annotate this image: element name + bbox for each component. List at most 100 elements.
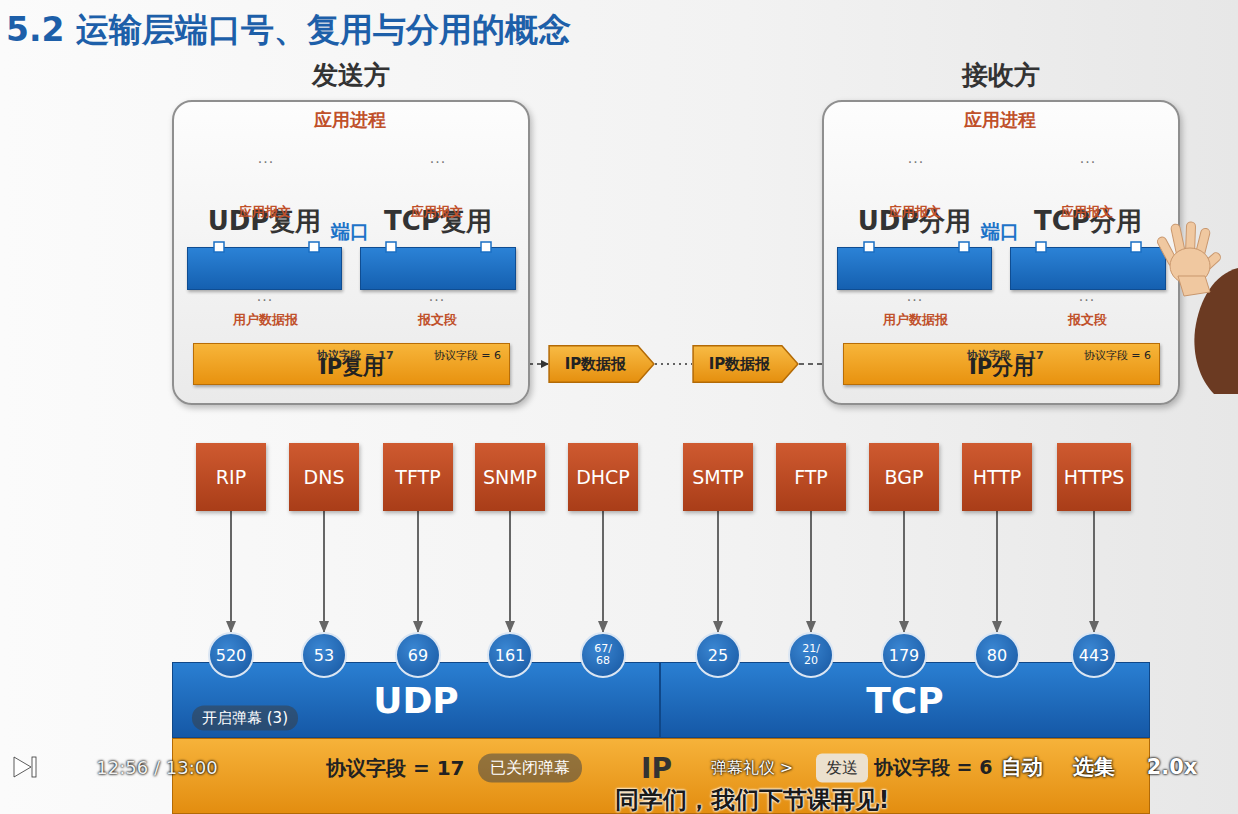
protocol-box: SNMP bbox=[475, 443, 545, 511]
data-unit-label: 应用报文 bbox=[889, 203, 941, 221]
port-circle: 69 bbox=[395, 632, 441, 678]
player-control: 选集 bbox=[1073, 753, 1115, 781]
ip-datagram-arrow: IP数据报 bbox=[548, 345, 655, 383]
port-circle: 80 bbox=[974, 632, 1020, 678]
protocol-box: DHCP bbox=[568, 443, 638, 511]
port-label: 端口 bbox=[981, 219, 1019, 245]
slide-title: 5.2 运输层端口号、复用与分用的概念 bbox=[6, 8, 571, 53]
port-number: 53 bbox=[314, 646, 334, 665]
connector-arrow bbox=[417, 511, 419, 632]
protocol-field: 协议字段 = 17 bbox=[326, 755, 465, 782]
data-unit-label: 应用报文 bbox=[411, 203, 463, 221]
data-unit-label: 用户数据报 bbox=[233, 311, 298, 329]
presenter-hand bbox=[1156, 222, 1238, 394]
port-circle: 520 bbox=[208, 632, 254, 678]
data-unit-label: 用户数据报 bbox=[883, 311, 948, 329]
connector-arrow bbox=[1093, 511, 1095, 632]
ip-layer-bar: 协议字段 = 17IP复用协议字段 = 6 bbox=[193, 343, 510, 385]
ellipsis: ··· bbox=[430, 154, 446, 170]
protocol-box: HTTP bbox=[962, 443, 1032, 511]
node-label: FTP bbox=[794, 466, 828, 488]
video-time: 12:56 / 13:00 bbox=[96, 757, 217, 778]
connector-arrow bbox=[655, 363, 692, 365]
node-label: SNMP bbox=[483, 466, 537, 488]
node-label: DHCP bbox=[576, 466, 630, 488]
connector-arrow bbox=[903, 511, 905, 632]
ip-datagram-arrow: IP数据报 bbox=[692, 345, 799, 383]
port-circle: 161 bbox=[487, 632, 533, 678]
connector-arrow bbox=[717, 511, 719, 632]
ellipsis: ··· bbox=[258, 154, 274, 170]
port-circle: 179 bbox=[881, 632, 927, 678]
data-unit-label: 应用报文 bbox=[239, 203, 291, 221]
node-label: IP数据报 bbox=[709, 355, 771, 374]
mux-box: UDP分用 bbox=[837, 247, 992, 290]
port-number: 80 bbox=[987, 646, 1007, 665]
port-label: 端口 bbox=[331, 219, 369, 245]
protocol-box: SMTP bbox=[683, 443, 753, 511]
protocol-field: 协议字段 = 6 bbox=[434, 348, 501, 363]
port-markers bbox=[214, 242, 1141, 252]
ellipsis: ··· bbox=[1079, 292, 1095, 308]
connector-arrow bbox=[323, 511, 325, 632]
host-panel: 发送方UDP复用TCP复用协议字段 = 17IP复用协议字段 = 6 bbox=[172, 100, 530, 405]
protocol-box: BGP bbox=[869, 443, 939, 511]
port-number: 21/20 bbox=[801, 643, 821, 666]
mux-box: UDP复用 bbox=[187, 247, 342, 290]
node-label: TFTP bbox=[395, 466, 440, 488]
protocol-box: TFTP bbox=[383, 443, 453, 511]
port-circle: 443 bbox=[1071, 632, 1117, 678]
play-next-icon bbox=[14, 757, 36, 777]
connector-arrow bbox=[810, 511, 812, 632]
ellipsis: ··· bbox=[1080, 154, 1096, 170]
mux-box: TCP分用 bbox=[1010, 247, 1166, 290]
protocol-field: 协议字段 = 6 bbox=[1084, 348, 1151, 363]
playback-speed: 2.0x bbox=[1147, 755, 1198, 779]
port-number: 443 bbox=[1079, 646, 1110, 665]
port-circle: 67/68 bbox=[580, 632, 626, 678]
node-label: HTTPS bbox=[1064, 466, 1125, 488]
port-number: 520 bbox=[216, 646, 247, 665]
port-number: 67/68 bbox=[593, 643, 613, 666]
connector-arrow bbox=[602, 511, 604, 632]
ip-layer-bar: 协议字段 = 17IP分用协议字段 = 6 bbox=[843, 343, 1160, 385]
data-unit-label: 应用报文 bbox=[1061, 203, 1113, 221]
port-number: 25 bbox=[708, 646, 728, 665]
ellipsis: ··· bbox=[257, 292, 273, 308]
node-label: IP数据报 bbox=[565, 355, 627, 374]
group-label: 应用进程 bbox=[964, 108, 1036, 132]
protocol-box: HTTPS bbox=[1057, 443, 1132, 511]
protocol-field: 协议字段 = 6 bbox=[874, 755, 992, 781]
protocol-box: FTP bbox=[776, 443, 846, 511]
connector-arrow bbox=[996, 511, 998, 632]
protocol-box: DNS bbox=[289, 443, 359, 511]
protocol-box: RIP bbox=[196, 443, 266, 511]
ellipsis: ··· bbox=[908, 154, 924, 170]
data-unit-label: 报文段 bbox=[418, 311, 457, 329]
mux-box: TCP复用 bbox=[360, 247, 516, 290]
node-label: DNS bbox=[304, 466, 345, 488]
port-number: 161 bbox=[495, 646, 526, 665]
port-number: 69 bbox=[408, 646, 428, 665]
node-label: TCP bbox=[866, 680, 943, 721]
node-label: HTTP bbox=[973, 466, 1022, 488]
port-number: 179 bbox=[889, 646, 920, 665]
group-label: 应用进程 bbox=[314, 108, 386, 132]
ellipsis: ··· bbox=[907, 292, 923, 308]
port-circle: 25 bbox=[695, 632, 741, 678]
data-unit-label: 报文段 bbox=[1068, 311, 1107, 329]
node-label: SMTP bbox=[692, 466, 744, 488]
layer-label: IP bbox=[641, 752, 672, 785]
connector-arrow bbox=[230, 511, 232, 632]
connector-arrow bbox=[509, 511, 511, 632]
port-circle: 21/20 bbox=[788, 632, 834, 678]
send-button: 发送 bbox=[816, 754, 868, 783]
node-label: BGP bbox=[885, 466, 924, 488]
host-heading: 接收方 bbox=[824, 58, 1178, 93]
node-label: UDP bbox=[373, 680, 459, 721]
host-panel: 接收方UDP分用TCP分用协议字段 = 17IP分用协议字段 = 6 bbox=[822, 100, 1180, 405]
danmaku-status: 已关闭弹幕 bbox=[478, 754, 582, 783]
danmaku-toggle: 开启弹幕 (3) bbox=[192, 706, 298, 731]
port-circle: 53 bbox=[301, 632, 347, 678]
